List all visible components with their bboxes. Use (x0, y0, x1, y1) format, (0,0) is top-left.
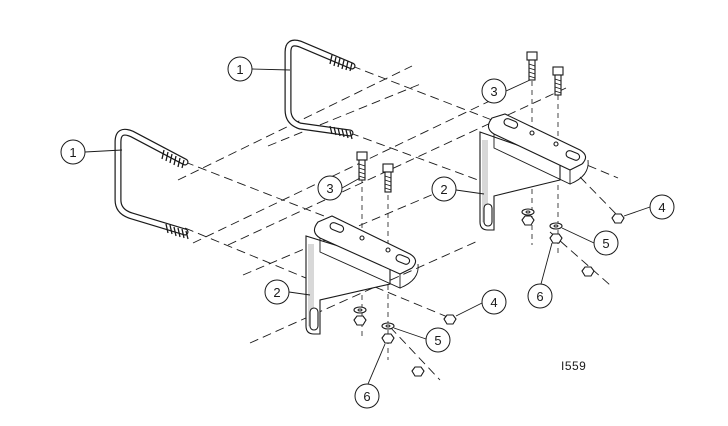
bolt-upper-right (552, 66, 564, 96)
callout-1-lower: 1 (60, 139, 86, 165)
callout-4-upper-label: 4 (658, 200, 665, 215)
callout-5-upper-label: 5 (602, 236, 609, 251)
callout-6-upper: 6 (527, 283, 553, 309)
bolt-lower-left (356, 151, 368, 181)
callout-4-lower-label: 4 (490, 295, 497, 310)
callout-1-upper-label: 1 (236, 62, 243, 77)
callout-5-lower: 5 (425, 327, 451, 353)
leader-lines (84, 68, 651, 385)
callout-6-upper-label: 6 (536, 289, 543, 304)
callout-5-upper: 5 (593, 230, 619, 256)
callout-3-upper: 3 (481, 78, 507, 104)
callout-4-upper: 4 (649, 194, 675, 220)
callout-1-lower-label: 1 (69, 145, 76, 160)
u-bolt-upper-threads (329, 54, 353, 140)
callout-2-upper: 2 (431, 176, 457, 202)
figure-id: I559 (561, 359, 586, 373)
u-bolt-lower (114, 128, 189, 240)
bolt-upper-left (526, 51, 538, 81)
bolt-lower-right (382, 163, 394, 193)
callout-3-lower-label: 3 (326, 181, 333, 196)
callout-3-upper-label: 3 (490, 84, 497, 99)
u-bolt-upper (284, 39, 356, 140)
hardware-upper (521, 208, 625, 277)
callout-4-lower: 4 (481, 289, 507, 315)
bracket-lower (305, 215, 419, 335)
callout-5-lower-label: 5 (434, 333, 441, 348)
u-bolt-lower-threads (161, 149, 189, 240)
callout-1-upper: 1 (227, 56, 253, 82)
callout-6-lower-label: 6 (363, 389, 370, 404)
callout-2-upper-label: 2 (440, 182, 447, 197)
hardware-lower (353, 306, 457, 377)
bracket-upper (479, 113, 589, 231)
callout-6-lower: 6 (354, 383, 380, 409)
callout-2-lower: 2 (264, 279, 290, 305)
callout-3-lower: 3 (317, 175, 343, 201)
callout-2-lower-label: 2 (273, 285, 280, 300)
